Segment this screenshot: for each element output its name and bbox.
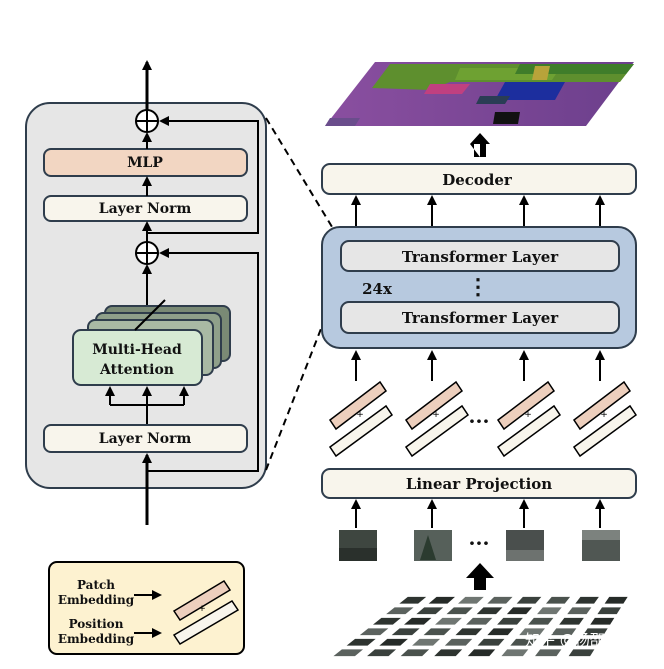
grid-patch xyxy=(519,628,546,636)
grid-patch xyxy=(510,638,537,646)
grid-patch xyxy=(435,617,462,625)
grid-patch xyxy=(446,607,473,615)
grid-patch xyxy=(386,607,414,615)
grid-patch xyxy=(506,607,533,615)
legend-position-line2: Embedding xyxy=(58,632,135,646)
decoder-box xyxy=(321,163,637,195)
svg-text:+: + xyxy=(524,410,532,420)
transformer-layer-top-box xyxy=(340,240,620,272)
projection-input-arrows xyxy=(351,499,605,528)
grid-patch xyxy=(545,596,571,604)
skip-connection-bottom xyxy=(147,248,259,472)
grid-patch xyxy=(575,638,602,646)
grid-patch xyxy=(528,617,554,625)
grid-patch xyxy=(477,638,505,646)
legend-position-line1: Position xyxy=(69,617,124,631)
grid-patch xyxy=(575,596,599,604)
linear-projection-label: Linear Projection xyxy=(406,475,552,493)
grid-patch xyxy=(535,649,562,657)
svg-text:+: + xyxy=(600,410,608,420)
grid-patch xyxy=(537,607,562,615)
mlp-label: MLP xyxy=(127,155,163,171)
svg-text:+: + xyxy=(198,604,206,614)
grid-patch xyxy=(367,649,397,657)
segmentation-output-map xyxy=(325,62,634,126)
grid-patch xyxy=(497,617,523,625)
legend-patch-line1: Patch xyxy=(77,578,115,592)
embedding-token-4: + xyxy=(572,380,638,458)
grid-patch xyxy=(543,638,569,646)
patchified-image-grid xyxy=(333,596,628,657)
grid-patch xyxy=(399,596,427,604)
embedding-token-2: + xyxy=(404,380,470,458)
grid-bold-arrow xyxy=(466,563,494,590)
watermark-text: 知乎 @杨邵华 xyxy=(525,631,620,649)
svg-text:+: + xyxy=(432,410,440,420)
token-ellipsis: ··· xyxy=(469,409,490,433)
grid-patch xyxy=(423,628,451,636)
grid-patch xyxy=(466,617,493,625)
grid-patch xyxy=(487,596,513,604)
attention-label-line1: Multi-Head xyxy=(92,342,182,358)
layer-norm-bottom-box xyxy=(43,424,248,453)
skip-connection-top xyxy=(147,116,259,234)
patch-ellipsis: ··· xyxy=(469,531,490,555)
grid-patch xyxy=(457,596,484,604)
grid-patch xyxy=(455,628,483,636)
grid-patch xyxy=(487,628,514,636)
grid-patch xyxy=(516,596,542,604)
grid-patch xyxy=(346,638,376,646)
grid-patch xyxy=(467,649,496,657)
grid-patch xyxy=(568,649,595,657)
grid-patch xyxy=(444,638,473,646)
add-circle-top xyxy=(135,109,159,133)
multi-head-attention-box xyxy=(72,329,203,386)
grid-patch xyxy=(476,607,503,615)
grid-patch xyxy=(567,607,592,615)
decoder-input-arrows xyxy=(351,195,605,226)
transformer-layer-bottom-label: Transformer Layer xyxy=(402,309,559,327)
grid-patch xyxy=(379,638,408,646)
layer-norm-bottom-label: Layer Norm xyxy=(99,431,192,447)
grid-patch xyxy=(551,628,577,636)
grid-patch xyxy=(604,596,628,604)
grid-patch xyxy=(416,607,444,615)
grid-patch xyxy=(590,617,615,625)
grid-patch xyxy=(428,596,455,604)
grid-patch xyxy=(597,607,621,615)
grid-patch xyxy=(434,649,463,657)
attention-label-line2: Attention xyxy=(99,362,174,378)
legend-patch-line2: Embedding xyxy=(58,593,135,607)
layer-stack-dots: ⋮ xyxy=(467,274,489,300)
layer-norm-top-label: Layer Norm xyxy=(99,201,192,217)
grid-patch xyxy=(333,649,364,657)
grid-patch xyxy=(400,649,430,657)
grid-patch xyxy=(559,617,584,625)
transformer-layer-top-label: Transformer Layer xyxy=(402,248,559,266)
decoder-label: Decoder xyxy=(442,171,513,189)
embedding-token-3: + xyxy=(496,380,562,458)
grid-patch xyxy=(583,628,608,636)
svg-text:+: + xyxy=(356,410,364,420)
grid-patch xyxy=(372,617,401,625)
linear-projection-box xyxy=(321,468,637,499)
repeat-count-label: 24x xyxy=(362,280,393,298)
map-bold-arrow xyxy=(470,133,490,157)
grid-patch xyxy=(412,638,441,646)
grid-patch xyxy=(501,649,529,657)
transformer-input-arrows xyxy=(351,350,605,381)
grid-patch xyxy=(359,628,389,636)
grid-patch xyxy=(404,617,432,625)
transformer-layer-bottom-box xyxy=(340,301,620,334)
embedding-token-1: + xyxy=(328,380,394,458)
add-circle-middle xyxy=(135,241,159,265)
legend-embedding-icon: + xyxy=(172,579,240,646)
grid-patch xyxy=(391,628,420,636)
